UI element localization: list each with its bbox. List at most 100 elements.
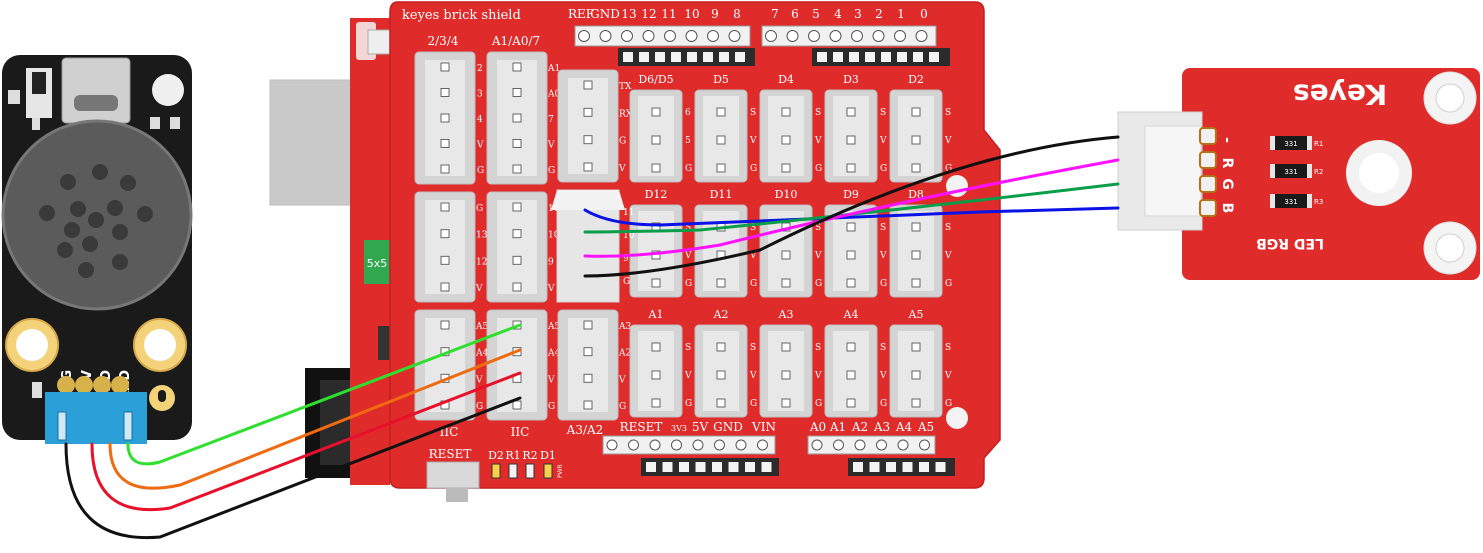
mp3-switch-knob — [32, 72, 46, 94]
header-pin-b6 — [894, 30, 906, 42]
group-label-234: 2/3/4 — [428, 34, 459, 48]
port-row1-1-pin-0 — [716, 107, 726, 117]
port-row1-2-pinlabel-2: G — [815, 164, 822, 174]
bottom-black-pin-a2 — [679, 462, 689, 472]
header-label-2: 13 — [621, 7, 636, 21]
port-row2-1-pinlabel-2: G — [750, 279, 757, 289]
port-row3-3-pinlabel-2: G — [880, 399, 887, 409]
center-pinlabel-2: 9 — [623, 254, 629, 264]
speaker-hole-4 — [70, 201, 86, 217]
port-col2-mid-pin-3 — [512, 282, 522, 292]
port-row3-2-pinlabel-0: S — [815, 343, 821, 353]
header-pin-b5 — [872, 30, 885, 42]
mp3-pin-1 — [57, 376, 75, 394]
port-col1-mid-pin-2 — [440, 255, 450, 265]
port-row1-3-pinlabel-0: S — [880, 108, 886, 118]
port-row3-3-pin-0 — [846, 342, 856, 352]
header-black-1 — [618, 48, 755, 66]
port-a3a2-label-2: V — [618, 375, 626, 385]
port-234-label-3: V — [476, 141, 484, 151]
header-label-4: 11 — [661, 7, 676, 21]
port-row2-4-pinlabel-1: V — [944, 251, 952, 261]
port-col1-mid-label-0: G — [476, 204, 483, 214]
wire-magenta — [583, 158, 1120, 258]
port-row3-0-pin-0 — [651, 342, 661, 352]
speaker-hole-8 — [88, 212, 104, 228]
rgb-conn-pin-0 — [1199, 127, 1217, 145]
port-row3-1-pinlabel-2: G — [750, 399, 757, 409]
port-row1-0-pin-2 — [651, 163, 661, 173]
port-row2-3-pinlabel-2: G — [880, 279, 887, 289]
header-black-pin-b5 — [897, 52, 907, 62]
speaker-grille — [39, 164, 153, 278]
port-row1-1-pinlabel-1: V — [749, 136, 757, 146]
speaker-hole-9 — [112, 224, 128, 240]
speaker-hole-5 — [107, 200, 123, 216]
mp3-pin-4 — [111, 376, 129, 394]
smd-2 — [170, 117, 180, 129]
port-a1a07-pin-4 — [512, 164, 522, 174]
bottom-black-pin-a7 — [761, 462, 772, 472]
pwr-label: PWR — [557, 464, 564, 478]
header-pin-a3 — [642, 30, 655, 42]
led-2 — [525, 463, 535, 479]
wire-black-mp3 — [64, 396, 522, 540]
header-strip-2 — [761, 25, 937, 47]
header-pin-a1 — [599, 30, 612, 42]
bottom-label-3: GND — [713, 420, 743, 434]
port-col1-mid-label-1: 13 — [476, 231, 488, 241]
bottom-pin-b5 — [919, 439, 930, 451]
uno-reset-button — [367, 29, 393, 55]
header-label-8: 7 — [771, 7, 779, 21]
rgb-title: LED RGB — [1256, 235, 1324, 251]
center-connector-top — [551, 190, 625, 210]
port-col2-mid-pin-1 — [512, 229, 522, 239]
port-row1-4-pinlabel-2: G — [945, 164, 952, 174]
rgb-connector-face — [1144, 125, 1202, 217]
port-234-pin-4 — [440, 164, 450, 174]
port-234-label-4: G — [477, 166, 484, 176]
port-txrx-label-1: RX — [619, 109, 633, 119]
port-col2-bot-label-1: A4 — [547, 349, 560, 359]
speaker-hole-11 — [82, 236, 98, 252]
port-row2-4-pin-0 — [911, 222, 921, 232]
port-234-pin-0 — [440, 62, 450, 72]
bottom-label-8: A3 — [873, 420, 890, 434]
port-row1-2-title: D4 — [778, 73, 794, 86]
header-pin-a5 — [685, 30, 698, 42]
rgb-resistor-2 — [1273, 194, 1309, 208]
port-row1-2-pinlabel-1: V — [814, 136, 822, 146]
bottom-pin-b0 — [811, 439, 823, 451]
port-col2-bot-label-0: A5 — [547, 322, 560, 332]
rgb-conn-pin-1 — [1199, 151, 1217, 169]
port-a1a07-pin-1 — [512, 88, 522, 97]
rgb-resistor-0 — [1273, 136, 1309, 150]
led-label-1: R1 — [505, 449, 520, 462]
large-ports: 234VGA1A07VGTXRXGVG1312V11109VA5A4VGA5A4… — [414, 51, 633, 421]
header-label-0: REF — [568, 7, 594, 21]
port-a1a07-pin-2 — [512, 113, 522, 123]
header-label-14: 1 — [897, 7, 905, 21]
rgb-connector-pins — [1199, 127, 1217, 217]
header-black-pin-a5 — [703, 52, 713, 62]
port-row3-2-pin-1 — [781, 370, 791, 380]
port-row3-4-pinlabel-0: S — [945, 343, 951, 353]
smd-3 — [32, 118, 40, 130]
port-txrx-pin-1 — [583, 107, 593, 117]
header-black-pin-b7 — [929, 52, 939, 62]
bottom-black-pin-b2 — [886, 462, 896, 472]
port-row2-1-pinlabel-1: V — [749, 251, 757, 261]
speaker-hole-7 — [64, 222, 80, 238]
header-label-6: 9 — [711, 7, 719, 21]
bottom-black-pin-b0 — [853, 462, 863, 472]
bottom-black-pin-b3 — [902, 462, 913, 472]
port-row3-0-pinlabel-2: G — [685, 399, 692, 409]
port-a1a07-label-0: A1 — [547, 64, 560, 74]
bottom-label-1: 3V3 — [671, 424, 687, 433]
port-col1-mid-pin-1 — [440, 229, 450, 239]
rgb-resistor-cap-r-1 — [1307, 164, 1312, 178]
port-row2-4-pin-1 — [911, 250, 921, 260]
port-row3-0-pin-2 — [651, 398, 661, 408]
port-row3-4-pin-2 — [911, 398, 921, 408]
